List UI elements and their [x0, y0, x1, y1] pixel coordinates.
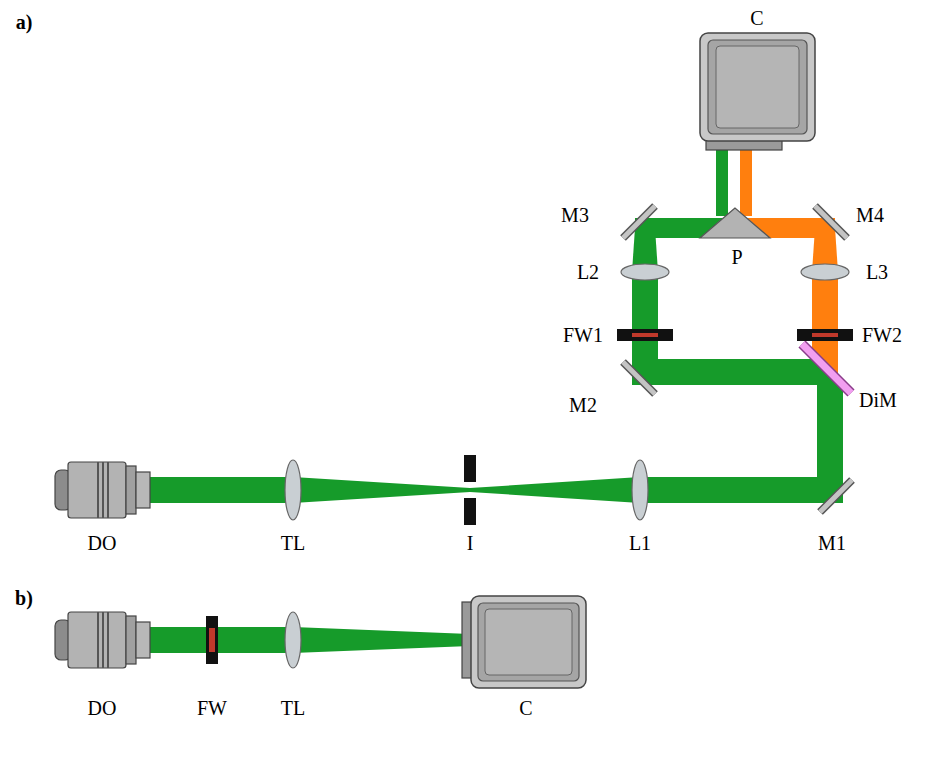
part-label: M4: [856, 204, 884, 226]
part-label: DiM: [859, 389, 897, 411]
orange-beam: [740, 146, 838, 380]
part-label: DO: [88, 697, 117, 719]
camera: [462, 596, 586, 688]
camera: [700, 33, 815, 150]
part-label: FW1: [563, 324, 603, 346]
panel-label: b): [15, 587, 33, 609]
green-beam: [150, 146, 843, 503]
part-label: I: [467, 532, 474, 554]
mirror: [623, 206, 852, 512]
part-label: TL: [281, 532, 305, 554]
part-label: M3: [561, 204, 589, 226]
part-label: TL: [281, 697, 305, 719]
filter-wheel: [206, 616, 218, 664]
part-label: DO: [88, 532, 117, 554]
part-label: C: [750, 7, 763, 29]
green-beam: [150, 627, 470, 653]
lens: [285, 612, 301, 668]
dichroic-mirror: [802, 344, 851, 393]
part-label: C: [519, 697, 532, 719]
panel-label: a): [16, 11, 33, 33]
part-label: L1: [629, 532, 651, 554]
part-label: L3: [866, 261, 888, 283]
part-label: L2: [577, 261, 599, 283]
iris: [464, 455, 476, 525]
part-label: M1: [818, 532, 846, 554]
part-label: P: [731, 246, 742, 268]
part-label: M2: [569, 394, 597, 416]
part-label: FW2: [862, 324, 902, 346]
lens: [285, 264, 849, 520]
part-label: FW: [197, 697, 227, 719]
prism: [700, 208, 770, 238]
filter-wheel: [617, 329, 853, 341]
